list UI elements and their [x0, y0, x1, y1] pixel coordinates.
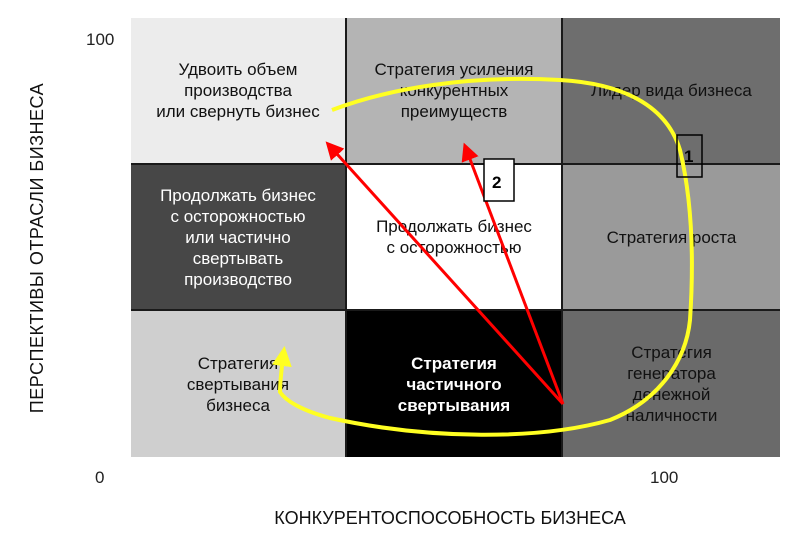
y-axis-label: ПЕРСПЕКТИВЫ ОТРАСЛИ БИЗНЕСА — [27, 82, 47, 414]
x-axis-label: КОНКУРЕНТОСПОСОБНОСТЬ БИЗНЕСА — [274, 508, 626, 528]
matrix-cell-high-low: Удвоить объем производства или свернуть … — [131, 18, 347, 165]
y-axis-max-tick: 100 — [86, 30, 115, 49]
matrix-cell-low-high: Стратегия генератора денежной наличности — [563, 311, 780, 457]
matrix-cell-low-low: Стратегия свертывания бизнеса — [131, 311, 347, 457]
x-axis-max-tick: 100 — [650, 468, 679, 487]
matrix-cell-medium-medium: Продолжать бизнес с осторожностью — [347, 165, 563, 311]
matrix-cell-medium-low: Продолжать бизнес с осторожностью или ча… — [131, 165, 347, 311]
matrix-cell-high-high: Лидер вида бизнеса — [563, 18, 780, 165]
strategy-matrix-grid: Удвоить объем производства или свернуть … — [131, 18, 780, 457]
matrix-cell-medium-high: Стратегия роста — [563, 165, 780, 311]
origin-tick: 0 — [95, 468, 105, 487]
matrix-cell-high-medium: Стратегия усиления конкурентных преимуще… — [347, 18, 563, 165]
matrix-cell-low-medium: Стратегия частичного свертывания — [347, 311, 563, 457]
